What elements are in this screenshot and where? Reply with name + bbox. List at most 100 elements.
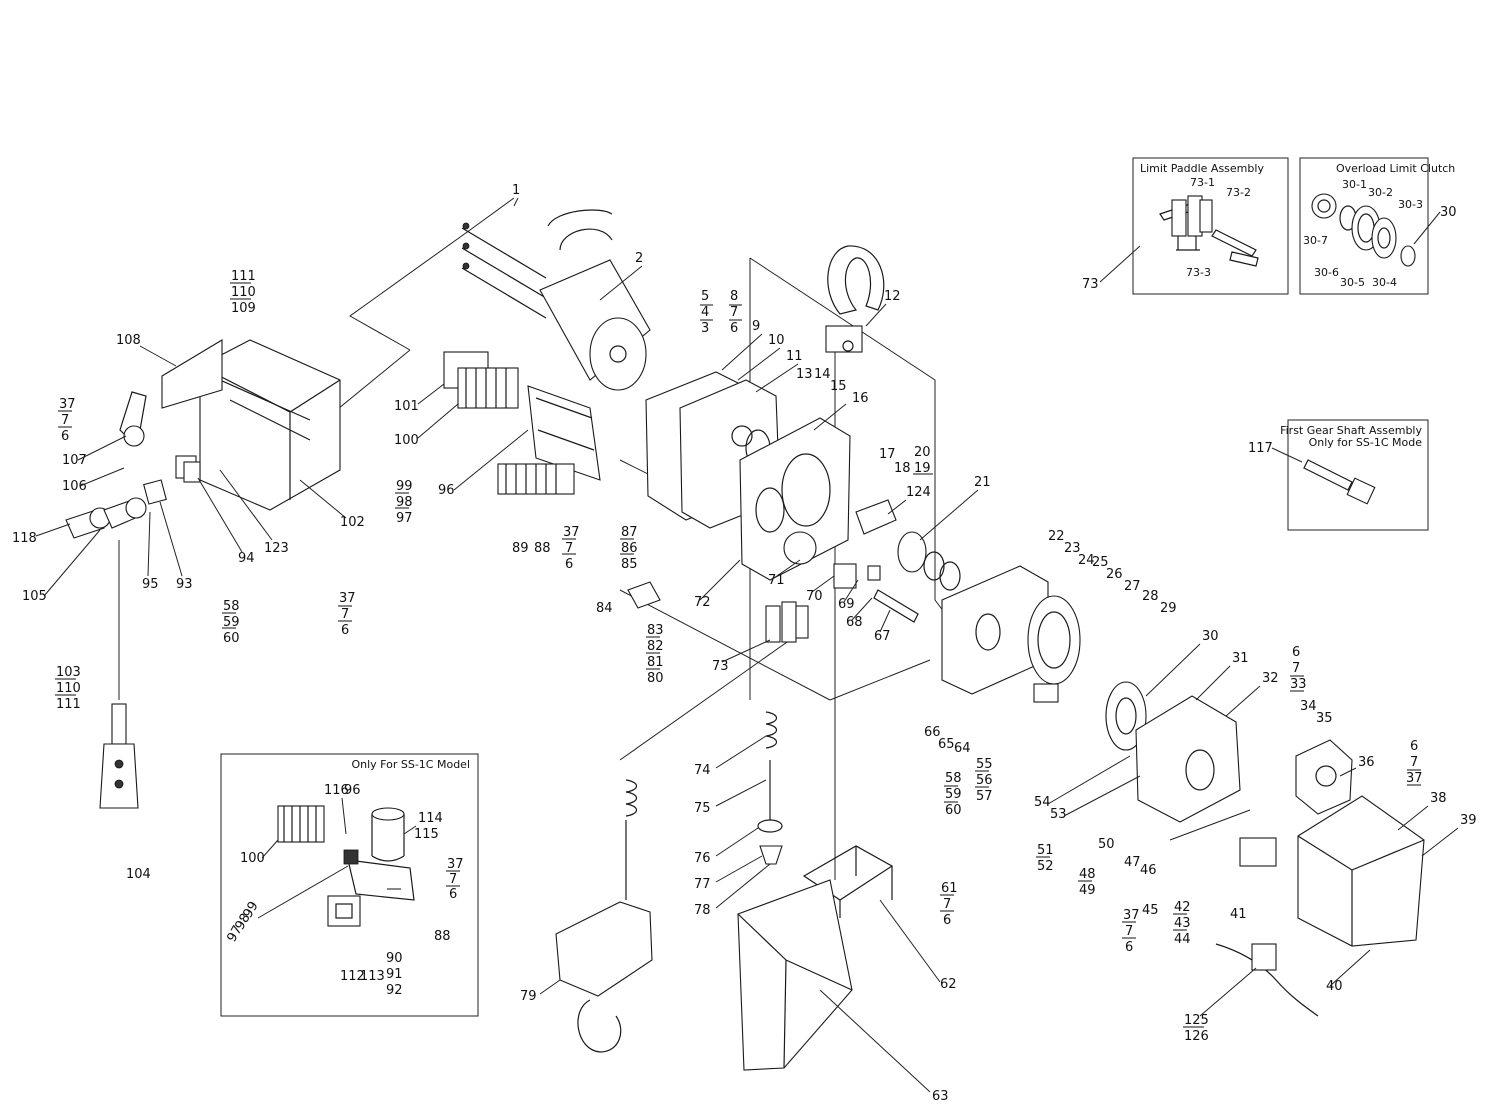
part-label: 43 bbox=[1174, 916, 1191, 931]
part-label: 101 bbox=[394, 399, 419, 414]
part-label: 85 bbox=[621, 557, 638, 572]
part-label: 37 bbox=[59, 397, 76, 412]
part-label: 21 bbox=[974, 475, 991, 490]
part-label: 6 bbox=[565, 557, 573, 572]
part-label: 71 bbox=[768, 573, 785, 588]
part-label: 97 bbox=[396, 511, 413, 526]
part-label: 37 bbox=[339, 591, 356, 606]
part-label: 8 bbox=[730, 289, 738, 304]
part-label: 73-3 bbox=[1186, 266, 1211, 279]
part-label: 66 bbox=[924, 725, 941, 740]
part-label: 99 bbox=[396, 479, 413, 494]
part-label: 37 bbox=[563, 525, 580, 540]
part-label: 64 bbox=[954, 741, 971, 756]
part-label: 114 bbox=[418, 811, 443, 826]
part-label: 7 bbox=[730, 305, 738, 320]
part-label: 96 bbox=[344, 783, 361, 798]
part-label: 78 bbox=[694, 903, 711, 918]
label-leaders bbox=[35, 197, 1459, 1093]
part-label: 6 bbox=[1410, 739, 1418, 754]
part-label: 88 bbox=[534, 541, 551, 556]
part-label: 73 bbox=[712, 659, 729, 674]
part-label: 48 bbox=[1079, 867, 1096, 882]
part-label: 126 bbox=[1184, 1029, 1209, 1044]
part-label: 111 bbox=[231, 269, 256, 284]
part-label: 7 bbox=[1410, 755, 1418, 770]
part-label: 73-2 bbox=[1226, 186, 1251, 199]
part-label: 7 bbox=[61, 413, 69, 428]
part-label: 7 bbox=[565, 541, 573, 556]
part-label: 118 bbox=[12, 531, 37, 546]
part-label: 47 bbox=[1124, 855, 1141, 870]
part-label: 83 bbox=[647, 623, 664, 638]
part-label: 117 bbox=[1248, 441, 1273, 456]
part-label: 44 bbox=[1174, 932, 1191, 947]
part-label: 65 bbox=[938, 737, 955, 752]
part-label: 27 bbox=[1124, 579, 1141, 594]
part-label: 124 bbox=[906, 485, 931, 500]
part-label: 55 bbox=[976, 757, 993, 772]
part-label: 98 bbox=[396, 495, 413, 510]
part-label: 81 bbox=[647, 655, 664, 670]
part-label: 7 bbox=[1125, 924, 1133, 939]
part-label: 40 bbox=[1326, 979, 1343, 994]
part-label: 84 bbox=[596, 601, 613, 616]
part-label: 22 bbox=[1048, 529, 1065, 544]
part-label: 7 bbox=[1292, 661, 1300, 676]
part-label: 45 bbox=[1142, 903, 1159, 918]
part-label: 31 bbox=[1232, 651, 1249, 666]
limit-paddle-title: Limit Paddle Assembly bbox=[1140, 162, 1264, 175]
part-label: 30 bbox=[1202, 629, 1219, 644]
part-label: 73-1 bbox=[1190, 176, 1215, 189]
part-label: 89 bbox=[512, 541, 529, 556]
part-label: 68 bbox=[846, 615, 863, 630]
part-label: 49 bbox=[1079, 883, 1096, 898]
part-label: 98 bbox=[232, 911, 253, 933]
part-label: 123 bbox=[264, 541, 289, 556]
part-label: 54 bbox=[1034, 795, 1051, 810]
part-label: 70 bbox=[806, 589, 823, 604]
part-label: 28 bbox=[1142, 589, 1159, 604]
part-label: 3 bbox=[701, 321, 709, 336]
part-label: 38 bbox=[1430, 791, 1447, 806]
part-label: 51 bbox=[1037, 843, 1054, 858]
part-labels: 1 2 12 5 4 3 8 7 6 9 10 11 13 14 15 16 1… bbox=[12, 176, 1477, 1104]
part-label: 58 bbox=[223, 599, 240, 614]
part-label: 53 bbox=[1050, 807, 1067, 822]
part-label: 4 bbox=[701, 305, 709, 320]
part-label: 12 bbox=[884, 289, 901, 304]
part-label: 107 bbox=[62, 453, 87, 468]
part-label: 63 bbox=[932, 1089, 949, 1104]
part-label: 75 bbox=[694, 801, 711, 816]
part-shapes bbox=[65, 209, 1425, 1071]
part-label: 109 bbox=[231, 301, 256, 316]
part-label: 60 bbox=[223, 631, 240, 646]
part-label: 30 bbox=[1440, 205, 1457, 220]
part-label: 30-2 bbox=[1368, 186, 1393, 199]
part-label: 24 bbox=[1078, 553, 1095, 568]
part-label: 6 bbox=[61, 429, 69, 444]
part-label: 74 bbox=[694, 763, 711, 778]
part-label: 105 bbox=[22, 589, 47, 604]
part-label: 106 bbox=[62, 479, 87, 494]
part-label: 91 bbox=[386, 967, 403, 982]
part-label: 76 bbox=[694, 851, 711, 866]
part-label: 23 bbox=[1064, 541, 1081, 556]
part-label: 35 bbox=[1316, 711, 1333, 726]
part-label: 59 bbox=[945, 787, 962, 802]
part-label: 29 bbox=[1160, 601, 1177, 616]
part-label: 97 bbox=[224, 923, 245, 945]
part-label: 50 bbox=[1098, 837, 1115, 852]
part-label: 82 bbox=[647, 639, 664, 654]
part-label: 58 bbox=[945, 771, 962, 786]
overload-clutch-title: Overload Limit Clutch bbox=[1336, 162, 1455, 175]
part-label: 7 bbox=[341, 607, 349, 622]
part-label: 30-6 bbox=[1314, 266, 1339, 279]
ss1c-title: Only For SS-1C Model bbox=[351, 758, 470, 771]
part-label: 6 bbox=[943, 913, 951, 928]
part-label: 60 bbox=[945, 803, 962, 818]
part-label: 30-3 bbox=[1398, 198, 1423, 211]
part-label: 67 bbox=[874, 629, 891, 644]
part-label: 77 bbox=[694, 877, 711, 892]
part-label: 30-5 bbox=[1340, 276, 1365, 289]
